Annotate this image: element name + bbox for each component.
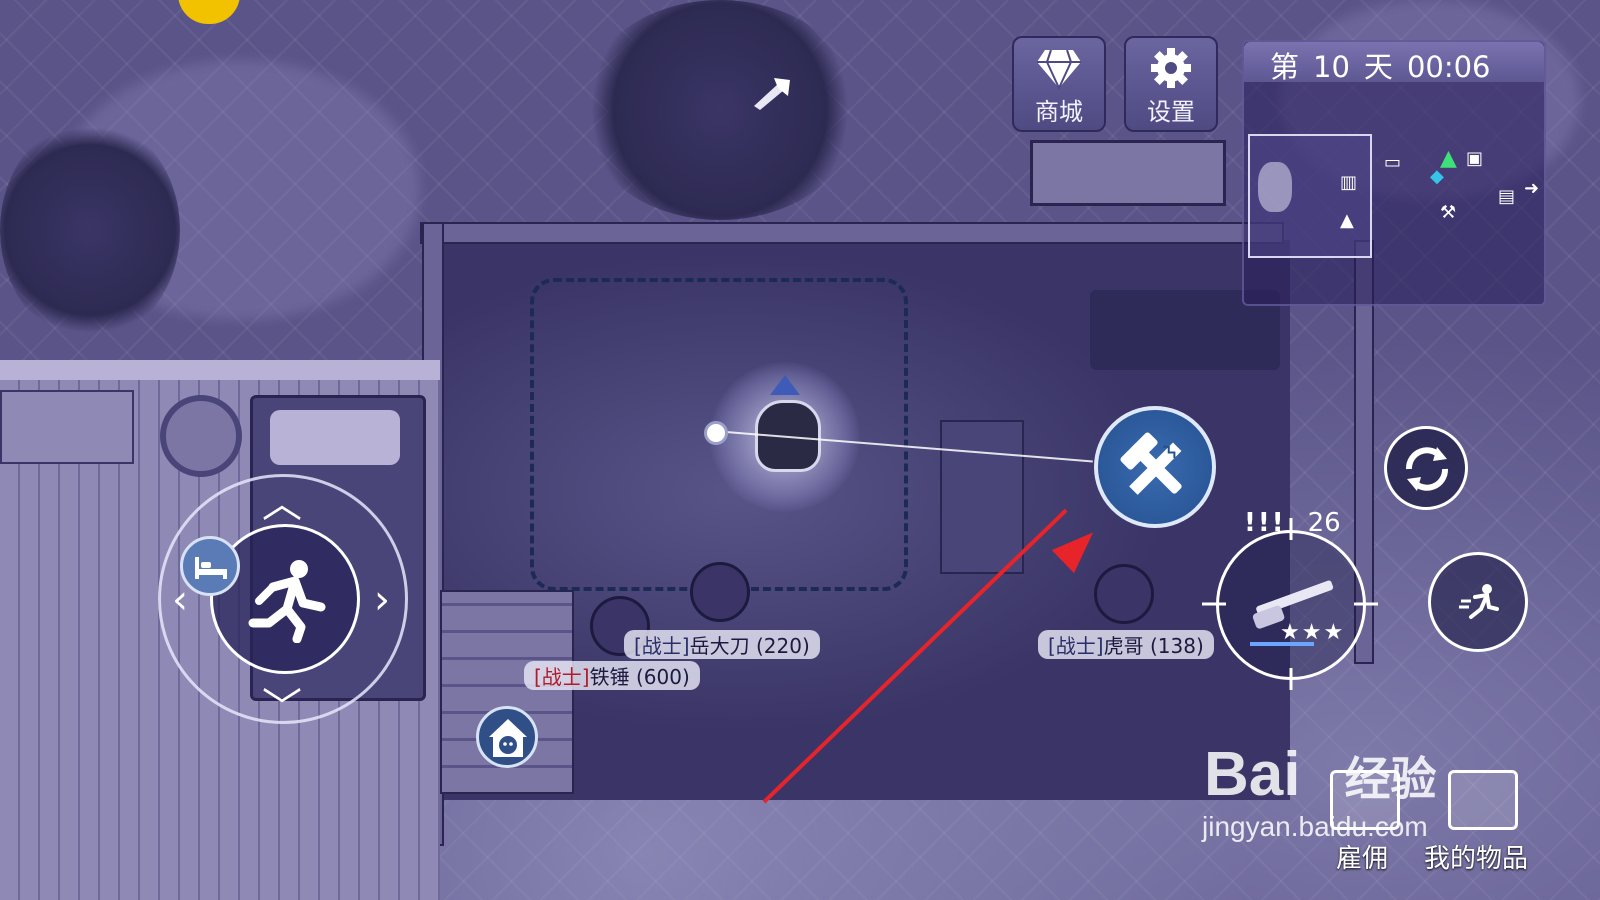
table [0, 390, 134, 464]
npc-character[interactable] [590, 596, 650, 656]
settings-button[interactable]: 设置 [1124, 36, 1218, 132]
npc-role: [战士] [634, 634, 690, 658]
inventory-label[interactable]: 我的物品 [1424, 844, 1529, 874]
weapon-durability-bar [1250, 642, 1314, 646]
weapon-rating: ★★★ [1280, 620, 1346, 645]
day-time-text: 第 10 天 00:06 [1270, 44, 1505, 86]
npc-name: 岳大刀 (220) [689, 634, 810, 658]
tree-canopy [580, 0, 860, 220]
hammer-saw-icon [1120, 432, 1182, 495]
dog-house-icon [489, 719, 527, 757]
hire-icon[interactable] [1330, 770, 1400, 830]
ammo-counter: !!!26 [1244, 508, 1341, 538]
npc-character[interactable] [690, 562, 750, 622]
npc-name: 铁锤 (600) [589, 665, 690, 689]
running-man-icon [248, 560, 326, 643]
swap-weapon-button[interactable] [1384, 426, 1468, 510]
pillow [270, 410, 400, 465]
chevron-right-icon: › [374, 577, 390, 623]
crosshair-icon [1202, 518, 1378, 690]
bed-icon [195, 557, 227, 579]
npc-map-icon: ◆ [1430, 166, 1444, 187]
npc-role: [战士] [534, 665, 590, 689]
storage-map-icon: ▤ [1498, 186, 1516, 207]
tree-canopy [0, 120, 180, 340]
hire-label[interactable]: 雇佣 [1336, 844, 1389, 874]
dog-house-button[interactable] [476, 706, 538, 768]
chevron-up-icon: ︿ [262, 481, 302, 527]
refresh-icon [1406, 447, 1448, 491]
day-time-panel: 第 10 天 00:06 ▥ ▲ ▭ ▲ ◆ ▣ ▤ ➜ ⚒ [1242, 40, 1546, 306]
npc-label[interactable]: [战士]虎哥 (138) [1038, 630, 1214, 659]
player-direction-icon [770, 375, 800, 395]
minimap[interactable]: ▥ ▲ [1248, 134, 1372, 258]
workbench-map-icon: ▣ [1466, 148, 1484, 169]
shop-label: 商城 [1035, 98, 1083, 126]
gear-icon [1151, 48, 1191, 88]
npc-name: 虎哥 (138) [1103, 634, 1204, 658]
drum-object [160, 395, 242, 477]
day-suffix: 天 [1363, 50, 1393, 84]
dodge-button[interactable] [1428, 552, 1528, 652]
shop-button[interactable]: 商城 [1012, 36, 1106, 132]
chevron-down-icon: ﹀ [262, 685, 302, 731]
aim-target-dot[interactable] [704, 421, 728, 445]
game-clock: 00:06 [1406, 50, 1491, 84]
npc-label[interactable]: [战士]岳大刀 (220) [624, 630, 820, 659]
tools-map-icon: ⚒ [1440, 202, 1457, 223]
tent-map-icon: ▲ [1340, 210, 1354, 231]
day-prefix: 第 [1270, 50, 1300, 84]
fence-map-icon: ▥ [1340, 172, 1358, 193]
build-button[interactable] [1094, 406, 1216, 528]
bench-object[interactable] [1030, 140, 1226, 206]
chevron-left-icon: ‹ [172, 577, 188, 623]
settings-label: 设置 [1147, 98, 1195, 126]
watermark-url: jingyan.baidu.com [1202, 811, 1428, 842]
exit-map-icon: ➜ [1524, 178, 1540, 199]
axe-pickup-icon[interactable] [748, 76, 792, 112]
bed-map-icon: ▭ [1384, 152, 1402, 173]
npc-character[interactable] [1094, 564, 1154, 624]
npc-role: [战士] [1048, 634, 1104, 658]
chest-icon[interactable] [1448, 770, 1518, 830]
player-map-icon: ▲ [1440, 146, 1457, 171]
shotgun-icon [1252, 580, 1334, 629]
fence-top [420, 222, 1284, 244]
workbench-object[interactable] [940, 420, 1024, 574]
npc-label[interactable]: [战士]铁锤 (600) [524, 661, 700, 690]
movement-joystick[interactable] [158, 474, 408, 724]
diamond-icon [1037, 49, 1081, 90]
sprint-icon [1459, 584, 1499, 619]
sleep-button[interactable] [180, 536, 240, 596]
day-number: 10 [1313, 50, 1350, 84]
day-time-bar: 第 10 天 00:06 [1244, 42, 1544, 84]
minimap-terrain [1258, 162, 1292, 212]
